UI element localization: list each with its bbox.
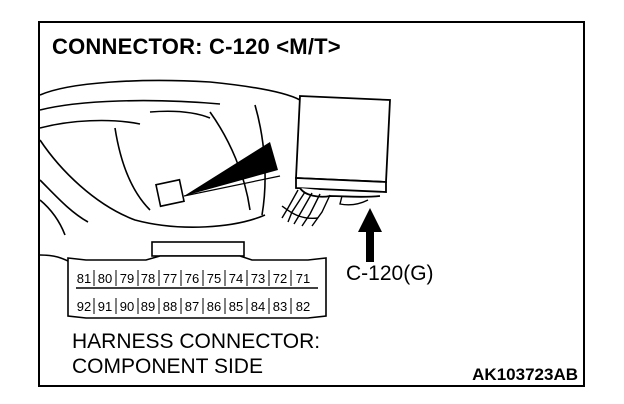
pin-71: 71	[296, 271, 310, 286]
pin-78: 78	[141, 271, 155, 286]
pin-82: 82	[296, 299, 310, 314]
connector-callout-label: C-120(G)	[346, 262, 434, 285]
pin-84: 84	[251, 299, 265, 314]
pin-75: 75	[207, 271, 221, 286]
pin-81: 81	[77, 271, 91, 286]
pin-76: 76	[185, 271, 199, 286]
connector-pins: 81 80 79 78 77 76 75 74 73 72 71 92 91 9…	[77, 271, 310, 314]
pin-89: 89	[141, 299, 155, 314]
pin-85: 85	[229, 299, 243, 314]
pin-74: 74	[229, 271, 243, 286]
pin-73: 73	[251, 271, 265, 286]
pin-separators	[93, 270, 292, 314]
pin-86: 86	[207, 299, 221, 314]
pin-72: 72	[273, 271, 287, 286]
unit-location-marker	[155, 178, 185, 208]
pin-79: 79	[120, 271, 134, 286]
diagram-title: CONNECTOR: C-120 <M/T>	[52, 34, 341, 59]
harness-connector	[67, 241, 327, 319]
pin-83: 83	[273, 299, 287, 314]
pin-90: 90	[120, 299, 134, 314]
diagram-frame	[38, 21, 585, 387]
dashboard-illustration	[39, 79, 301, 263]
up-arrow-icon	[358, 208, 382, 262]
figure-code: AK103723AB	[472, 365, 578, 384]
location-pointer	[184, 142, 278, 196]
pin-80: 80	[98, 271, 112, 286]
pin-87: 87	[185, 299, 199, 314]
pin-92: 92	[77, 299, 91, 314]
pin-88: 88	[163, 299, 177, 314]
pin-77: 77	[163, 271, 177, 286]
harness-wires	[281, 189, 369, 227]
ecu-module	[295, 95, 391, 198]
caption-line-2: COMPONENT SIDE	[72, 355, 263, 378]
caption-line-1: HARNESS CONNECTOR:	[72, 330, 321, 353]
pin-91: 91	[98, 299, 112, 314]
